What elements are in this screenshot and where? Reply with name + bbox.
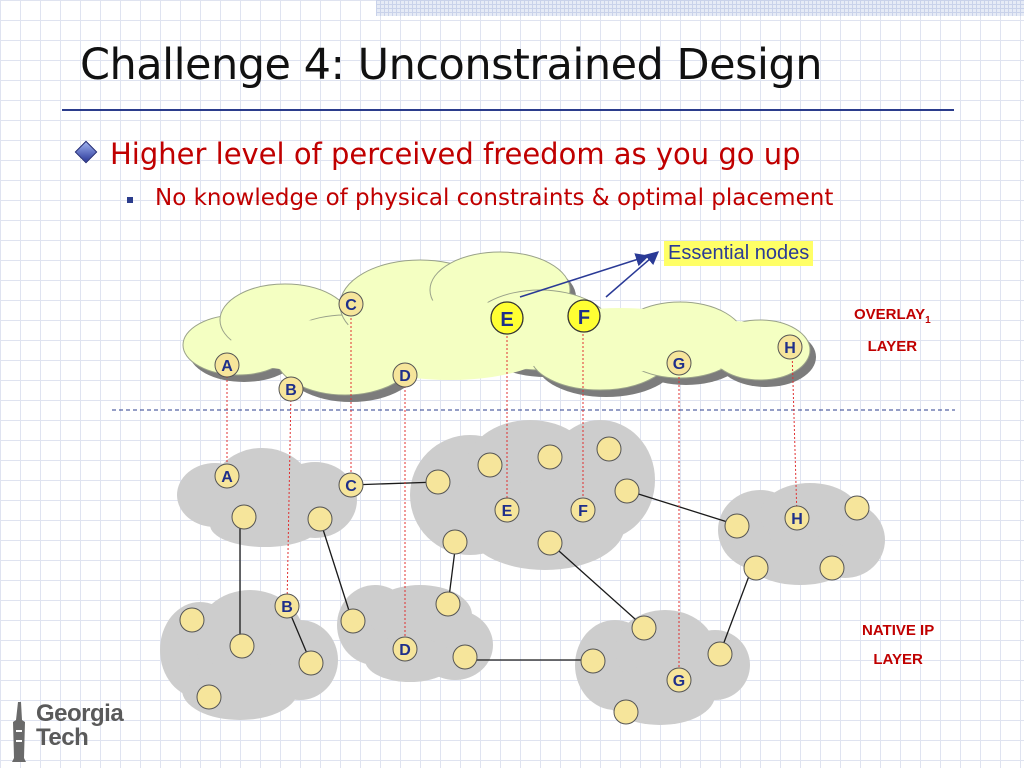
essential-nodes-callout: Essential nodes: [664, 241, 814, 266]
logo-line2: Tech: [36, 724, 89, 751]
tech-tower-icon: [12, 702, 26, 762]
svg-text:A: A: [221, 358, 233, 375]
native-layer-label: NATIVE IP LAYER: [862, 622, 934, 668]
native-cloud-6: [575, 610, 750, 725]
svg-text:E: E: [500, 309, 513, 331]
svg-text:G: G: [673, 356, 685, 373]
bullet-level2: No knowledge of physical constraints & o…: [155, 185, 834, 211]
svg-text:D: D: [399, 368, 411, 385]
overlay-node-h: H: [777, 334, 803, 360]
native-node-d: D: [392, 636, 418, 662]
georgia-tech-logo: Georgia Tech: [8, 700, 158, 764]
overlay-node-e: E: [490, 301, 524, 335]
svg-text:F: F: [578, 503, 588, 520]
overlay-node-d: D: [392, 362, 418, 388]
svg-text:B: B: [281, 599, 293, 616]
svg-text:F: F: [578, 307, 590, 329]
overlay-label-subscript: 1: [925, 315, 931, 326]
native-node-e: E: [494, 497, 520, 523]
native-unlabeled-nodes: [179, 436, 870, 725]
svg-text:A: A: [221, 469, 233, 486]
native-cloud-3: [718, 483, 885, 585]
top-decor-band: [376, 0, 1024, 16]
svg-text:C: C: [345, 478, 357, 495]
slide-title: Challenge 4: Unconstrained Design: [80, 40, 822, 90]
svg-text:E: E: [502, 503, 513, 520]
native-label-line1: NATIVE IP: [862, 622, 935, 639]
native-node-a: A: [214, 463, 240, 489]
native-label-line2: LAYER: [873, 651, 923, 668]
bullet-level1: Higher level of perceived freedom as you…: [110, 137, 801, 171]
native-node-b: B: [274, 593, 300, 619]
native-node-g: G: [666, 667, 692, 693]
svg-text:D: D: [399, 642, 411, 659]
logo-line1: Georgia: [36, 700, 124, 727]
overlay-layer-label: OVERLAY1 LAYER: [854, 306, 931, 355]
callout-arrows: [519, 251, 660, 298]
overlay-node-a: A: [214, 352, 240, 378]
native-node-h: H: [784, 505, 810, 531]
native-node-f: F: [570, 497, 596, 523]
title-underline: [62, 109, 954, 111]
svg-text:C: C: [345, 297, 357, 314]
svg-text:H: H: [791, 511, 803, 528]
svg-text:B: B: [285, 382, 297, 399]
overlay-node-b: B: [278, 376, 304, 402]
overlay-node-c: C: [338, 291, 364, 317]
overlay-label-line2: LAYER: [867, 338, 918, 355]
native-cloud-1: [177, 448, 357, 547]
square-bullet-icon: [127, 197, 133, 203]
overlay-label-line1: OVERLAY: [854, 306, 926, 323]
overlay-node-g: G: [666, 350, 692, 376]
overlay-cloud: [182, 251, 816, 402]
overlay-node-f: F: [567, 299, 601, 333]
native-node-c: C: [338, 472, 364, 498]
native-ip-clouds: [160, 420, 885, 725]
svg-text:H: H: [784, 340, 796, 357]
svg-text:G: G: [673, 673, 685, 690]
mapping-lines: [226, 306, 798, 680]
